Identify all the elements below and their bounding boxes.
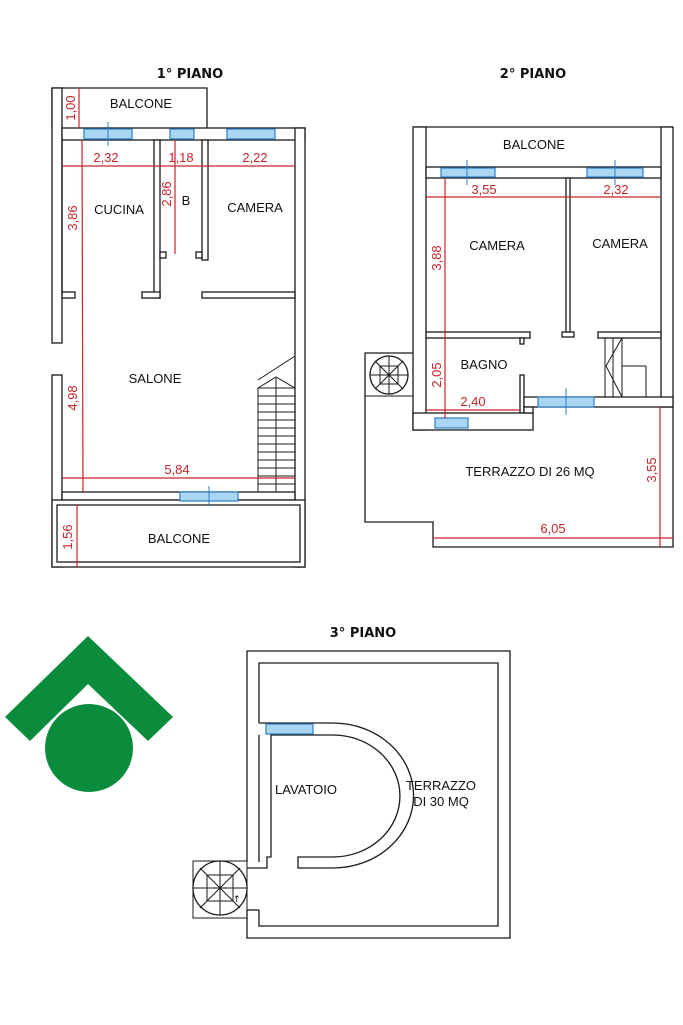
room-terrazzo-line1: TERRAZZO: [406, 778, 476, 793]
room-balcone-bottom: BALCONE: [148, 531, 210, 546]
wall-cucina-bagno: [153, 139, 161, 299]
wall-camera-salone: [201, 291, 296, 299]
spiral-staircase: ↑: [192, 860, 248, 919]
wall-stub: [519, 337, 525, 345]
room-bagno: B: [182, 193, 191, 208]
dim-salone-height: 4,98: [65, 385, 80, 410]
wall-stub: [61, 291, 76, 299]
window: [179, 486, 239, 506]
wall-corner: [523, 406, 534, 414]
dim-camera-width: 2,22: [242, 150, 267, 165]
window: [537, 388, 595, 415]
room-balcone-top: BALCONE: [110, 96, 172, 111]
wall-bottom: [523, 396, 674, 408]
wall-stub: [561, 331, 575, 338]
wall-salone-bottom: [61, 491, 296, 501]
terrace-inner-wall: [258, 662, 499, 927]
staircase: [257, 355, 296, 493]
house-roof-circle-logo: [5, 636, 173, 792]
wall-camera-divider: [565, 177, 571, 333]
floor-2-plan: 2° PIANO: [364, 67, 674, 548]
dimension-lines: [426, 178, 673, 547]
staircase: [604, 337, 662, 398]
terrace-outer-wall: [246, 650, 511, 939]
wall-bagno-camera: [201, 139, 209, 261]
dim-bagno-height: 2,86: [159, 181, 174, 206]
floor-3-title: 3° PIANO: [330, 626, 396, 641]
window: [434, 417, 469, 429]
logo-roof: [5, 636, 173, 741]
dim-bagno-width: 1,18: [168, 150, 193, 165]
wall-left: [412, 126, 427, 431]
wall-left-upper: [51, 87, 63, 344]
window: [83, 122, 133, 146]
room-lavatoio: LAVATOIO: [275, 782, 337, 797]
balcony-bottom-inner: [56, 504, 301, 563]
floor-1-title: 1° PIANO: [157, 67, 223, 82]
dimension-lines: [62, 88, 295, 567]
dim-salone-width: 5,84: [164, 462, 189, 477]
wall-stub: [195, 251, 203, 259]
window: [586, 160, 644, 185]
room-camera-left: CAMERA: [469, 238, 525, 253]
floor-3-plan: 3° PIANO ↑ LAVATOIO TERRAZZO DI 30 MQ: [192, 626, 511, 939]
room-camera-right: CAMERA: [592, 236, 648, 251]
dim-camera-left-width: 3,55: [471, 182, 496, 197]
room-terrazzo-line2: DI 30 MQ: [413, 794, 469, 809]
wall-stairs-top: [597, 331, 662, 339]
room-cucina: CUCINA: [94, 202, 144, 217]
room-camera: CAMERA: [227, 200, 283, 215]
spiral-staircase: [364, 352, 414, 397]
window: [265, 723, 314, 735]
wall-right: [660, 126, 674, 408]
wall-stub: [159, 251, 167, 259]
window: [226, 128, 276, 140]
logo-circle: [45, 704, 133, 792]
wall-bagno-bottom: [412, 412, 534, 431]
wall-stub: [141, 291, 161, 299]
terrazzo-outline: [364, 352, 674, 548]
dim-camera-right-width: 2,32: [603, 182, 628, 197]
dim-balcone-top: 1,00: [63, 95, 78, 120]
lavatoio-curved-wall: [247, 722, 415, 869]
dim-cucina-width: 2,32: [93, 150, 118, 165]
dim-cucina-height: 3,86: [65, 205, 80, 230]
window: [169, 128, 195, 140]
dim-camera-height: 3,88: [429, 245, 444, 270]
arrow-up-icon: ↑: [233, 895, 241, 905]
room-balcone: BALCONE: [503, 137, 565, 152]
room-terrazzo: TERRAZZO DI 26 MQ: [465, 464, 594, 479]
dim-terrazzo-height: 3,55: [644, 457, 659, 482]
dim-bagno-height: 2,05: [429, 362, 444, 387]
dim-balcone-bottom: 1,56: [60, 524, 75, 549]
wall-balcony: [425, 166, 662, 179]
wall-bagno-top: [425, 331, 531, 339]
room-salone: SALONE: [129, 371, 182, 386]
dim-bagno-width: 2,40: [460, 394, 485, 409]
dim-terrazzo-width: 6,05: [540, 521, 565, 536]
room-bagno: BAGNO: [461, 357, 508, 372]
floor-1-plan: 1° PIANO: [51, 67, 306, 568]
floor-2-title: 2° PIANO: [500, 67, 566, 82]
window: [440, 160, 496, 185]
